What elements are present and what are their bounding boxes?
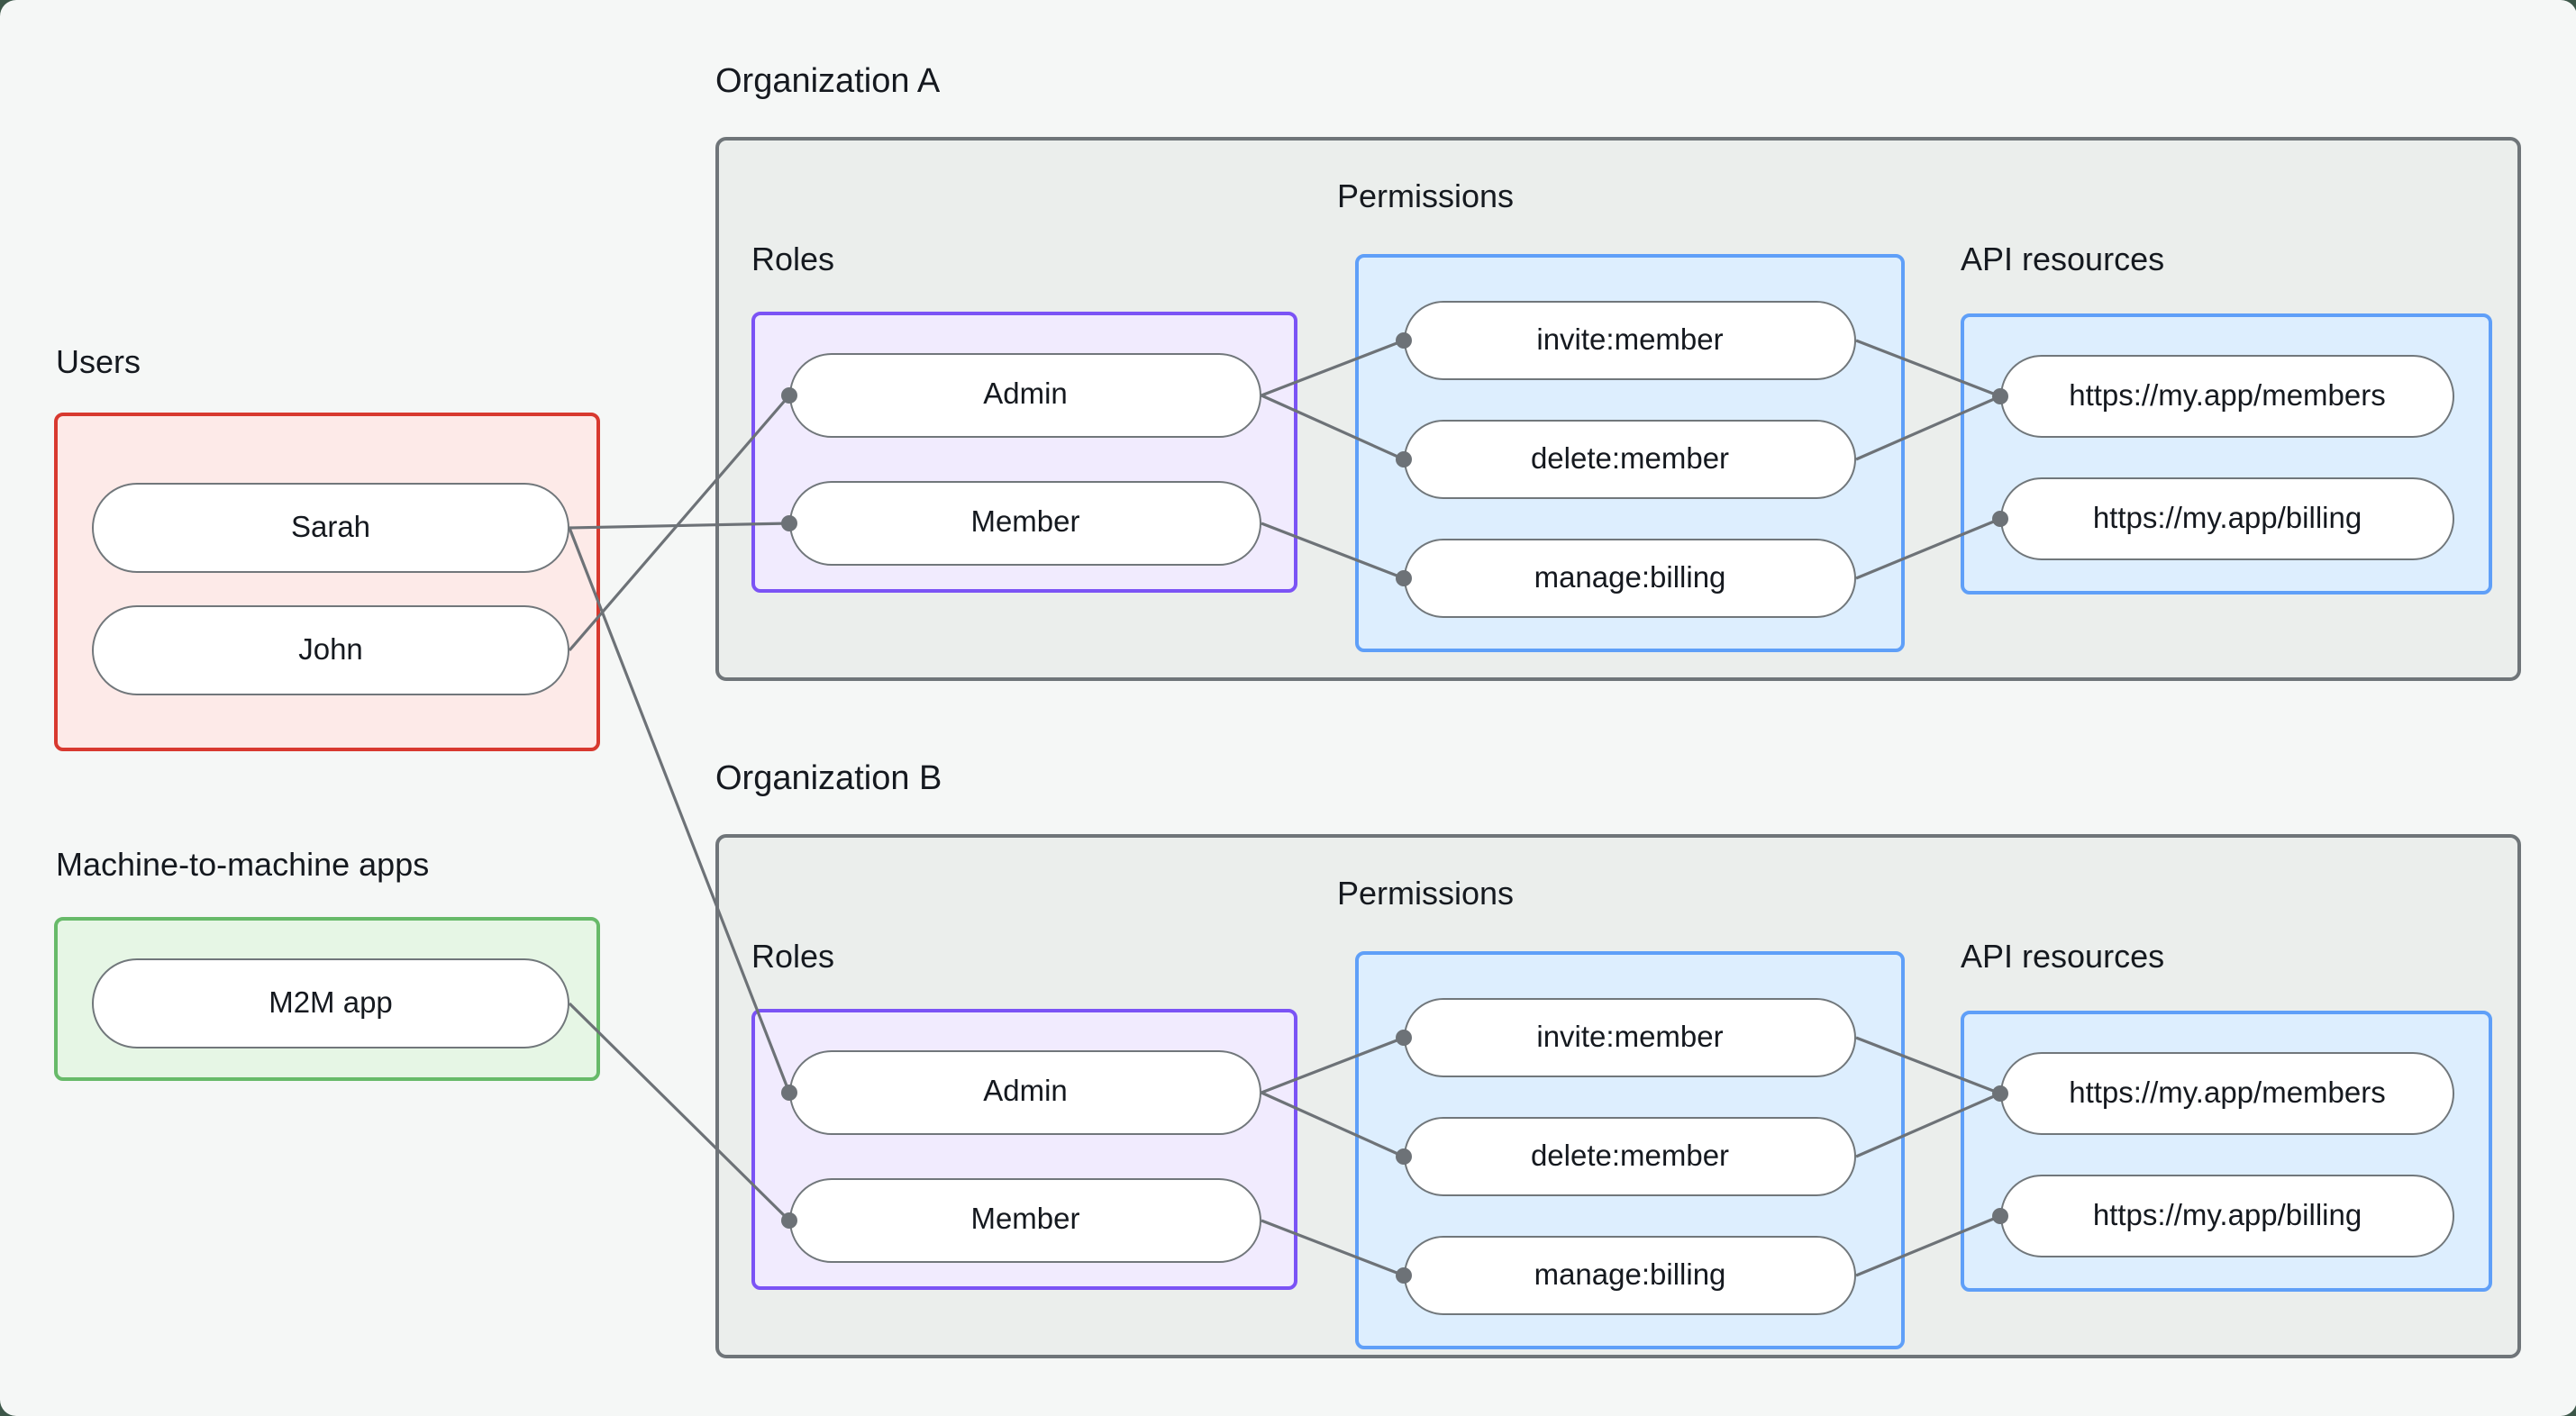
org-b-api-resources-label: API resources [1961, 939, 2165, 975]
orgA-perm-billing-node: manage:billing [1404, 539, 1856, 618]
orgB-perm-invite-node: invite:member [1404, 998, 1856, 1077]
org-a-permissions-box: invite:member delete:member manage:billing [1355, 254, 1905, 652]
orgB-roles-member-node: Member [789, 1178, 1261, 1263]
org-b-api-resources-box: https://my.app/members https://my.app/bil… [1961, 1011, 2492, 1292]
org-a-roles-label: Roles [751, 241, 835, 277]
orgA-api-billing-node: https://my.app/billing [2000, 477, 2454, 560]
org-a-api-resources-label: API resources [1961, 241, 2165, 277]
orgA-perm-delete-node: delete:member [1404, 420, 1856, 499]
org-b-title: Organization B [715, 760, 942, 798]
orgA-perm-invite-node: invite:member [1404, 301, 1856, 380]
orgB-roles-admin-node: Admin [789, 1050, 1261, 1135]
users-sarah-node: Sarah [92, 483, 569, 573]
org-a-title: Organization A [715, 63, 941, 101]
users-group-label: Users [56, 344, 141, 380]
orgA-api-members-node: https://my.app/members [2000, 355, 2454, 438]
m2m-app-node: M2M app [92, 958, 569, 1048]
org-b-permissions-box: invite:member delete:member manage:billing [1355, 951, 1905, 1349]
users-john-node: John [92, 605, 569, 695]
orgB-perm-delete-node: delete:member [1404, 1117, 1856, 1196]
org-a-permissions-label: Permissions [1337, 178, 1515, 214]
orgB-api-billing-node: https://my.app/billing [2000, 1175, 2454, 1257]
org-a-api-resources-box: https://my.app/members https://my.app/bil… [1961, 313, 2492, 595]
m2m-group-label: Machine-to-machine apps [56, 847, 430, 883]
orgB-perm-billing-node: manage:billing [1404, 1236, 1856, 1315]
orgA-roles-member-node: Member [789, 481, 1261, 566]
m2m-group-box: M2M app [54, 917, 600, 1081]
orgB-api-members-node: https://my.app/members [2000, 1052, 2454, 1135]
orgA-roles-admin-node: Admin [789, 353, 1261, 438]
org-b-permissions-label: Permissions [1337, 876, 1515, 912]
org-b-roles-label: Roles [751, 939, 835, 975]
